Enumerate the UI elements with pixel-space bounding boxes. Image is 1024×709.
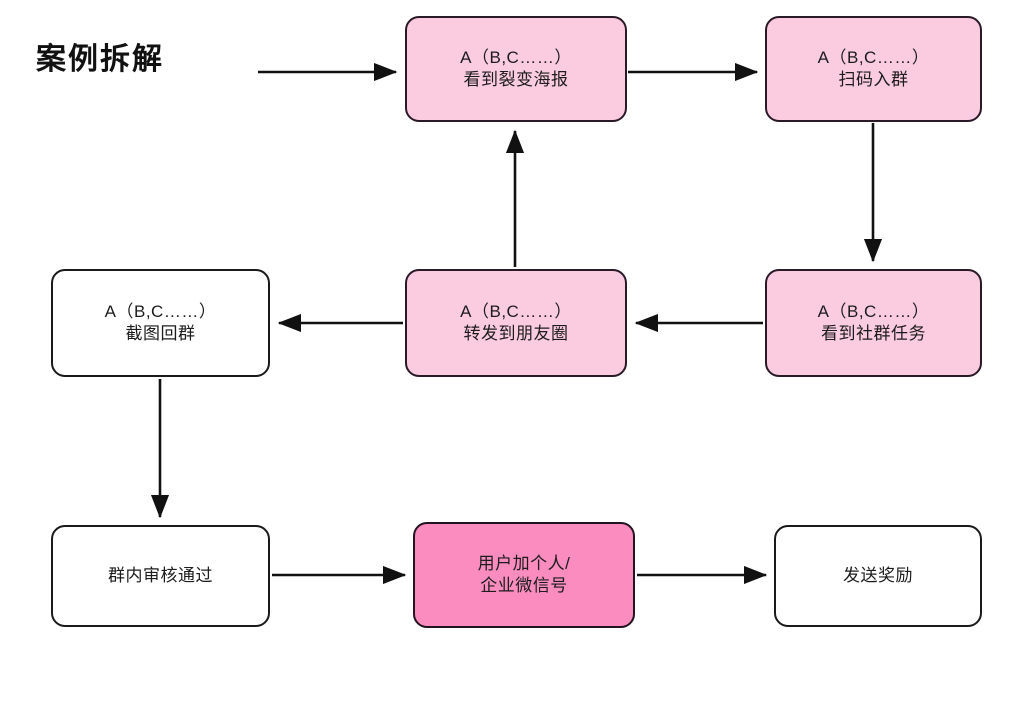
node-label-line2: 扫码入群 — [838, 70, 909, 89]
node-group-review-passed[interactable]: 群内审核通过 — [51, 525, 270, 627]
node-label-line1: A（B,C……） — [104, 301, 217, 321]
node-label-line1: 群内审核通过 — [108, 565, 213, 585]
node-screenshot-back[interactable]: A（B,C……） 截图回群 — [51, 269, 270, 377]
node-send-reward[interactable]: 发送奖励 — [774, 525, 982, 627]
node-label-line1: A（B,C……） — [817, 47, 930, 67]
node-label-line2: 截图回群 — [125, 324, 196, 343]
node-label-line2: 企业微信号 — [480, 576, 568, 595]
node-label-line2: 看到裂变海报 — [463, 70, 569, 89]
node-scan-join-group[interactable]: A（B,C……） 扫码入群 — [765, 16, 982, 122]
page-title: 案例拆解 — [36, 43, 164, 76]
node-label-line1: A（B,C……） — [460, 301, 572, 321]
node-share-moments[interactable]: A（B,C……） 转发到朋友圈 — [405, 269, 627, 377]
node-add-wechat[interactable]: 用户加个人/企业微信号 — [413, 522, 635, 628]
node-label-line1: 用户加个人/ — [477, 553, 571, 573]
node-see-group-task[interactable]: A（B,C……） 看到社群任务 — [765, 269, 982, 377]
node-label-line1: 发送奖励 — [843, 565, 913, 585]
node-label-line1: A（B,C……） — [460, 47, 572, 67]
node-label-line2: 看到社群任务 — [821, 324, 926, 343]
node-see-poster[interactable]: A（B,C……） 看到裂变海报 — [405, 16, 627, 122]
node-label-line2: 转发到朋友圈 — [463, 324, 569, 343]
node-label-line1: A（B,C……） — [817, 301, 930, 321]
